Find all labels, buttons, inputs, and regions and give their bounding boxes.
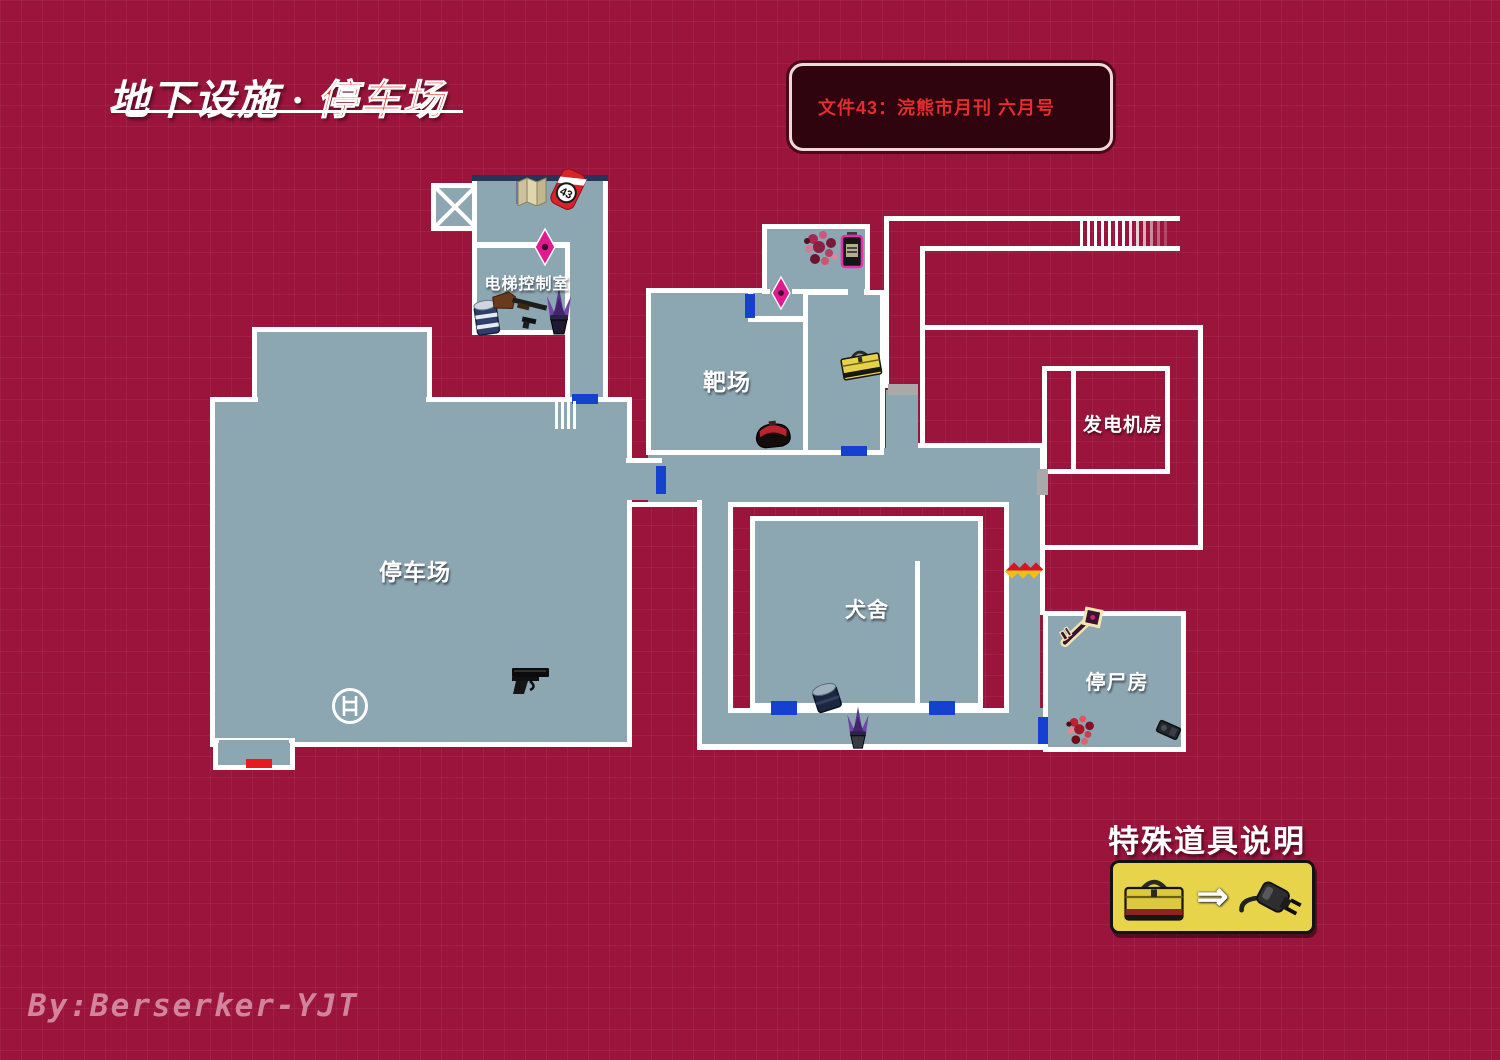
- door-marker-diamond: [771, 275, 791, 315]
- toolbox-icon: [1124, 879, 1184, 921]
- outline-corridor-top: [884, 216, 1180, 221]
- corridor: [570, 330, 603, 405]
- file-note-text: 文件43：浣熊市月刊 六月号: [818, 98, 1056, 118]
- file-note-box: 文件43：浣熊市月刊 六月号: [789, 63, 1113, 151]
- arrow-icon: ⇒: [1196, 876, 1229, 918]
- flowers-icon: [1062, 710, 1100, 757]
- room-label-morgue: 停尸房: [1085, 672, 1149, 694]
- wall: [477, 242, 537, 248]
- wall: [1040, 447, 1045, 615]
- door-marker: [771, 701, 797, 715]
- door-marker: [656, 466, 666, 494]
- outline-corridor-left: [884, 216, 889, 388]
- corridor: [701, 455, 729, 710]
- room-parking: [210, 397, 632, 747]
- room-label-generator: 发电机房: [1082, 415, 1163, 436]
- room-generator: [1042, 366, 1170, 474]
- gun-part-icon: [518, 314, 540, 336]
- author-credit: By:Berserker-YJT: [28, 988, 359, 1024]
- map-icon: [515, 176, 549, 211]
- passage-parking-hallway: [624, 463, 654, 500]
- hallway: [648, 455, 888, 502]
- title-separator: ·: [280, 77, 317, 123]
- wall: [551, 242, 570, 248]
- room-label-kennel: 犬舍: [845, 599, 889, 622]
- door-marker-gray: [888, 384, 918, 395]
- flowers-icon: [799, 227, 843, 276]
- ladder-icon: [332, 688, 368, 724]
- elevator-x-icon: [434, 186, 476, 228]
- room-parking-annex: [252, 327, 432, 402]
- opening: [258, 394, 426, 404]
- outline-block-step: [918, 443, 1045, 448]
- film-icon: [1146, 711, 1189, 756]
- wall: [697, 744, 1047, 750]
- wall: [697, 500, 702, 750]
- title-highlight: 停车场: [316, 77, 446, 124]
- canister-icon: [470, 296, 504, 344]
- opening: [219, 740, 289, 749]
- kennel-partition-wall: [915, 561, 920, 708]
- elevator-shaft: [431, 183, 479, 231]
- battery-icon: [839, 231, 865, 274]
- outline-corridor-right: [920, 246, 925, 448]
- toolbox-icon: [837, 341, 885, 389]
- wall: [565, 242, 570, 335]
- outline-corridor-bottom: [920, 246, 1180, 251]
- door-marker: [841, 446, 867, 456]
- page-title: 地下设施 · 停车场: [108, 66, 446, 126]
- corridor: [701, 708, 1043, 746]
- door-marker: [572, 394, 598, 404]
- shutter-wall: [472, 175, 608, 181]
- door-marker: [929, 701, 955, 715]
- door-marker: [1038, 717, 1048, 744]
- herb-icon: [542, 284, 576, 341]
- corridor: [886, 390, 918, 460]
- herb-icon: [842, 704, 874, 755]
- pistol-icon: [508, 662, 552, 701]
- outline-block-top: [920, 325, 1203, 330]
- door-marker: [745, 294, 755, 318]
- opening: [848, 287, 864, 297]
- room-label-parking: 停车场: [379, 559, 451, 585]
- wall: [626, 458, 662, 463]
- legend-box: ⇒: [1110, 860, 1315, 934]
- power-plug-icon: [1239, 881, 1302, 916]
- door-marker-red: [246, 759, 272, 768]
- wall: [603, 328, 608, 405]
- wall: [630, 502, 700, 507]
- title-prefix: 地下设施: [108, 77, 280, 123]
- legend-title: 特殊道具说明: [1108, 824, 1306, 859]
- door-marker-gray: [1037, 469, 1048, 495]
- wall: [750, 316, 806, 322]
- room-label-shooting-range: 靶场: [703, 369, 751, 395]
- room-kennel: [750, 516, 983, 708]
- outline-block-bottom: [1043, 545, 1203, 550]
- outline-block-right: [1198, 325, 1203, 550]
- corridor: [1009, 450, 1040, 712]
- room-label-elevator-control: 电梯控制室: [484, 276, 570, 293]
- ammo-bag-icon: [750, 413, 796, 456]
- barrel-icon: [804, 674, 849, 723]
- generator-partition-wall: [1071, 366, 1076, 474]
- title-underline: [111, 110, 463, 113]
- wall: [565, 328, 570, 405]
- file-43-tag-icon: 43: [540, 163, 594, 223]
- key-icon: [1050, 599, 1115, 657]
- caution-tape-marker: [1004, 562, 1044, 579]
- shotgun-icon: [487, 284, 552, 332]
- svg-text:43: 43: [558, 186, 574, 202]
- door-marker-diamond: [534, 227, 556, 271]
